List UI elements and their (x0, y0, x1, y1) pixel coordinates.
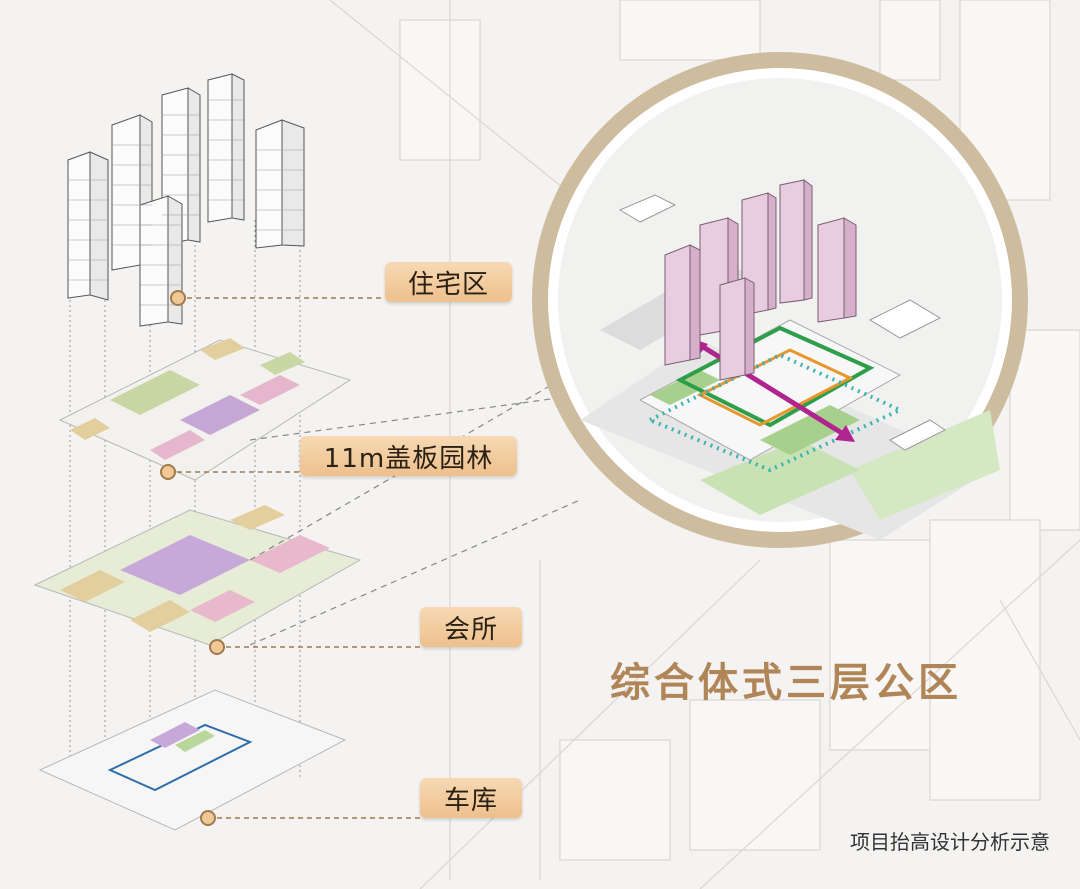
callout-leaders (168, 297, 420, 819)
diagram-caption: 项目抬高设计分析示意 (850, 830, 1050, 854)
garage-layer (38, 689, 347, 831)
layer-label-clubhouse: 会所 (420, 607, 522, 647)
layer-label-deck-garden: 11m盖板园林 (300, 436, 517, 476)
layer-label-residential: 住宅区 (385, 262, 512, 302)
background-city (329, 0, 1080, 889)
residential-towers (67, 73, 305, 327)
callout-dots (160, 290, 225, 826)
diagram-title: 综合体式三层公区 (610, 660, 962, 706)
layer-label-garage: 车库 (420, 778, 522, 818)
zoom-circle (532, 52, 1028, 548)
tower-floor-lines (68, 99, 304, 306)
clubhouse-layer (33, 505, 362, 646)
deck-garden-layer (58, 338, 352, 481)
